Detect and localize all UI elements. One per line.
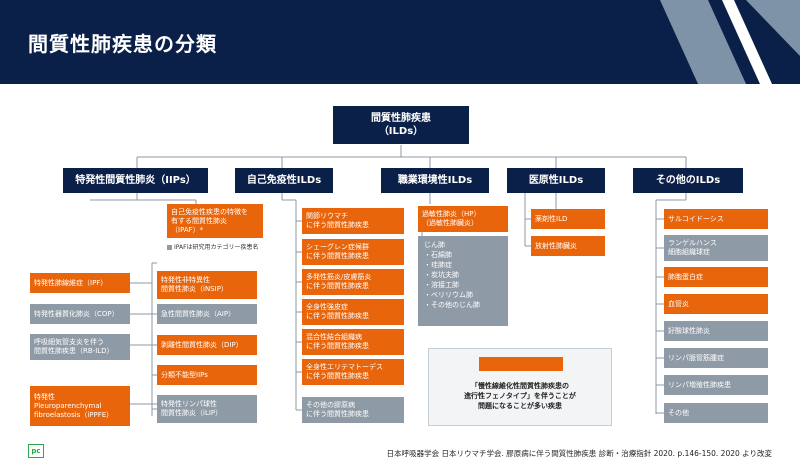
ai-ra: 関節リウマチ に伴う間質性肺疾患 xyxy=(302,208,404,234)
iip-unclassifiable: 分類不能型IIPs xyxy=(157,365,257,385)
header-stripe-white xyxy=(722,0,772,84)
iip-aip: 急性間質性肺炎（AIP） xyxy=(157,304,257,324)
occ-pneumoconiosis-list: じん肺 ・石綿肺 ・珪肺症 ・炭坑夫肺 ・溶接工肺 ・ベリリウム肺 ・その他のじ… xyxy=(418,236,508,326)
page-title: 間質性肺疾患の分類 xyxy=(28,32,217,56)
category-iatrogenic-ilds: 医原性ILDs xyxy=(507,168,605,193)
iip-dip: 剥離性間質性肺炎（DIP） xyxy=(157,335,257,355)
pneumoconiosis-item: ・石綿肺 xyxy=(424,251,452,259)
ipaf-node: 自己免疫性疾患の特徴を 有する間質性肺炎 （IPAF）* xyxy=(167,204,263,238)
ipaf-note: IPAFは研究用カテゴリー疾患名 xyxy=(167,242,259,251)
iip-ippfe: 特発性 Pleuroparenchymal fibroelastosis（iPP… xyxy=(30,386,130,426)
iip-cop: 特発性器質化肺炎（COP） xyxy=(30,304,130,324)
root-node-ilds: 間質性肺疾患 （ILDs） xyxy=(333,106,469,144)
iip-rb-ild: 呼吸細気管支炎を伴う 間質性肺疾患（RB-ILD） xyxy=(30,334,130,360)
header-banner: 間質性肺疾患の分類 xyxy=(0,0,800,84)
iip-ipf: 特発性肺線維症（IPF） xyxy=(30,273,130,293)
ai-mctd: 混合性結合組織病 に伴う間質性肺疾患 xyxy=(302,329,404,355)
ai-sjogren: シェーグレン症候群 に伴う間質性肺疾患 xyxy=(302,239,404,265)
other-vasculitis: 血管炎 xyxy=(664,294,768,314)
gray-square-icon xyxy=(167,245,172,250)
iip-ilip: 特発性リンパ球性 間質性肺炎（iLIP） xyxy=(157,395,257,423)
category-iips: 特発性間質性肺炎（IIPs） xyxy=(63,168,208,193)
pneumoconiosis-item: ・その他のじん肺 xyxy=(424,301,480,309)
other-lam: リンパ脈管筋腫症 xyxy=(664,348,768,368)
pneumoconiosis-title: じん肺 xyxy=(424,241,445,249)
ai-other-ctd: その他の膠原病 に伴う間質性肺疾患 xyxy=(302,397,404,423)
header-decoration xyxy=(660,0,800,84)
category-autoimmune-ilds: 自己免疫性ILDs xyxy=(235,168,333,193)
header-stripe-steel xyxy=(746,0,800,56)
ai-pm-dm: 多発性筋炎/皮膚筋炎 に伴う間質性肺疾患 xyxy=(302,269,404,295)
iip-insip: 特発性非特異性 間質性肺炎（iNSIP） xyxy=(157,271,257,299)
other-eosinophilic: 好酸球性肺炎 xyxy=(664,321,768,341)
category-other-ilds: その他のILDs xyxy=(633,168,743,193)
pneumoconiosis-item: ・炭坑夫肺 xyxy=(424,271,459,279)
legend-box: 「慢性線維化性間質性肺疾患の 進行性フェノタイプ」を伴うことが 問題になることが… xyxy=(428,348,612,426)
pneumoconiosis-item: ・溶接工肺 xyxy=(424,281,459,289)
med-radiation: 放射性肺臓炎 xyxy=(531,236,605,256)
legend-orange-swatch xyxy=(479,357,563,371)
other-sarcoidosis: サルコイドーシス xyxy=(664,209,768,229)
pc-logo-icon: pc xyxy=(28,444,44,458)
legend-text: 「慢性線維化性間質性肺疾患の 進行性フェノタイプ」を伴うことが 問題になることが… xyxy=(464,382,576,410)
occ-hp: 過敏性肺炎（HP） （過敏性肺臓炎） xyxy=(418,206,508,232)
other-pap: 肺胞蛋白症 xyxy=(664,267,768,287)
footer-citation: 日本呼吸器学会 日本リウマチ学会. 膠原病に伴う間質性肺疾患 診断・治療指針 2… xyxy=(386,449,772,458)
header-stripe-light xyxy=(660,0,746,84)
other-lch: ランゲルハンス 細胞組織球症 xyxy=(664,235,768,261)
med-drug-ild: 薬剤性ILD xyxy=(531,209,605,229)
category-occupational-ilds: 職業環境性ILDs xyxy=(381,168,489,193)
pneumoconiosis-item: ・ベリリウム肺 xyxy=(424,291,473,299)
other-others: その他 xyxy=(664,403,768,423)
ai-ssc: 全身性強皮症 に伴う間質性肺疾患 xyxy=(302,299,404,325)
pneumoconiosis-item: ・珪肺症 xyxy=(424,261,452,269)
ai-sle: 全身性エリテマトーデス に伴う間質性肺疾患 xyxy=(302,359,404,385)
other-lymphoproliferative: リンパ増殖性肺疾患 xyxy=(664,375,768,395)
